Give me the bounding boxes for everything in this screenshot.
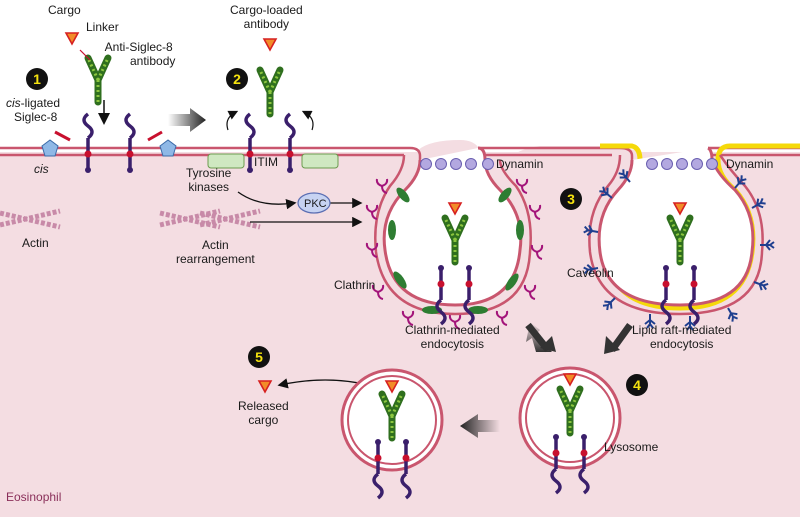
linker-label: Linker	[86, 20, 119, 34]
actin-label: Actin	[22, 236, 49, 250]
clathrin-endo-line1: Clathrin-mediated	[405, 323, 500, 337]
cargo-label: Cargo	[48, 3, 81, 17]
dynamin-rings	[420, 158, 718, 170]
dynamin-label-clathrin: Dynamin	[496, 157, 544, 171]
antibody-label-line2: antibody	[130, 54, 176, 68]
tyrosine-line1: Tyrosine	[186, 166, 232, 180]
releasing-vesicle	[258, 368, 444, 500]
lipid-endo-line1: Lipid raft-mediated	[632, 323, 732, 337]
cis-ligated-receptors	[41, 32, 177, 175]
lysosome-label: Lysosome	[604, 440, 659, 454]
cis-label: cis	[34, 162, 49, 176]
released-cargo-label: Released cargo	[238, 399, 289, 427]
lipid-endo-line2: endocytosis	[650, 337, 714, 351]
clathrin-pit	[365, 146, 544, 330]
step-2-badge: 2	[226, 68, 248, 90]
cargo-loaded-label: Cargo-loaded antibody	[230, 3, 303, 31]
clathrin-endocytosis-label: Clathrin-mediated endocytosis	[405, 323, 500, 351]
tyrosine-kinases-label: Tyrosine kinases	[186, 166, 231, 194]
tyrosine-line2: kinases	[188, 180, 230, 194]
cis-ligated-prefix: cis	[6, 96, 21, 110]
step-5-badge: 5	[248, 346, 270, 368]
lipid-raft-endocytosis-label: Lipid raft-mediated endocytosis	[632, 323, 731, 351]
actin-rearr-line1: Actin	[202, 238, 229, 252]
dynamin-label-caveolae: Dynamin	[726, 157, 774, 171]
caveolin-label: Caveolin	[567, 266, 614, 280]
antibody-bound-receptors	[207, 38, 339, 175]
cargo-loaded-line1: Cargo-loaded	[230, 3, 303, 17]
itim-label: ITIM	[254, 155, 278, 169]
antibody-label: Anti-Siglec-8 antibody	[102, 40, 176, 68]
pathway-arrows	[98, 100, 633, 438]
cis-ligated-label: cis-ligated Siglec-8	[6, 96, 60, 124]
caveolae-pit	[582, 143, 800, 331]
eosinophil-label: Eosinophil	[6, 490, 62, 504]
lysosome	[518, 366, 622, 495]
step-1-badge: 1	[26, 68, 48, 90]
step-4-badge: 4	[626, 374, 648, 396]
pkc-label: PKC	[304, 198, 327, 210]
antibody-label-line1: Anti-Siglec-8	[104, 40, 173, 54]
released-line2: cargo	[248, 413, 279, 427]
actin-rearr-line2: rearrangement	[176, 252, 255, 266]
clathrin-label: Clathrin	[334, 278, 376, 292]
step-3-badge: 3	[560, 188, 582, 210]
siglec8-label: Siglec-8	[14, 110, 58, 124]
released-line1: Released	[238, 399, 289, 413]
clathrin-endo-line2: endocytosis	[420, 337, 485, 351]
pkc-node	[297, 192, 331, 214]
cargo-loaded-line2: antibody	[243, 17, 290, 31]
actin-rearrangement-label: Actin rearrangement	[176, 238, 255, 266]
cis-ligated-suffix: -ligated	[20, 96, 61, 110]
